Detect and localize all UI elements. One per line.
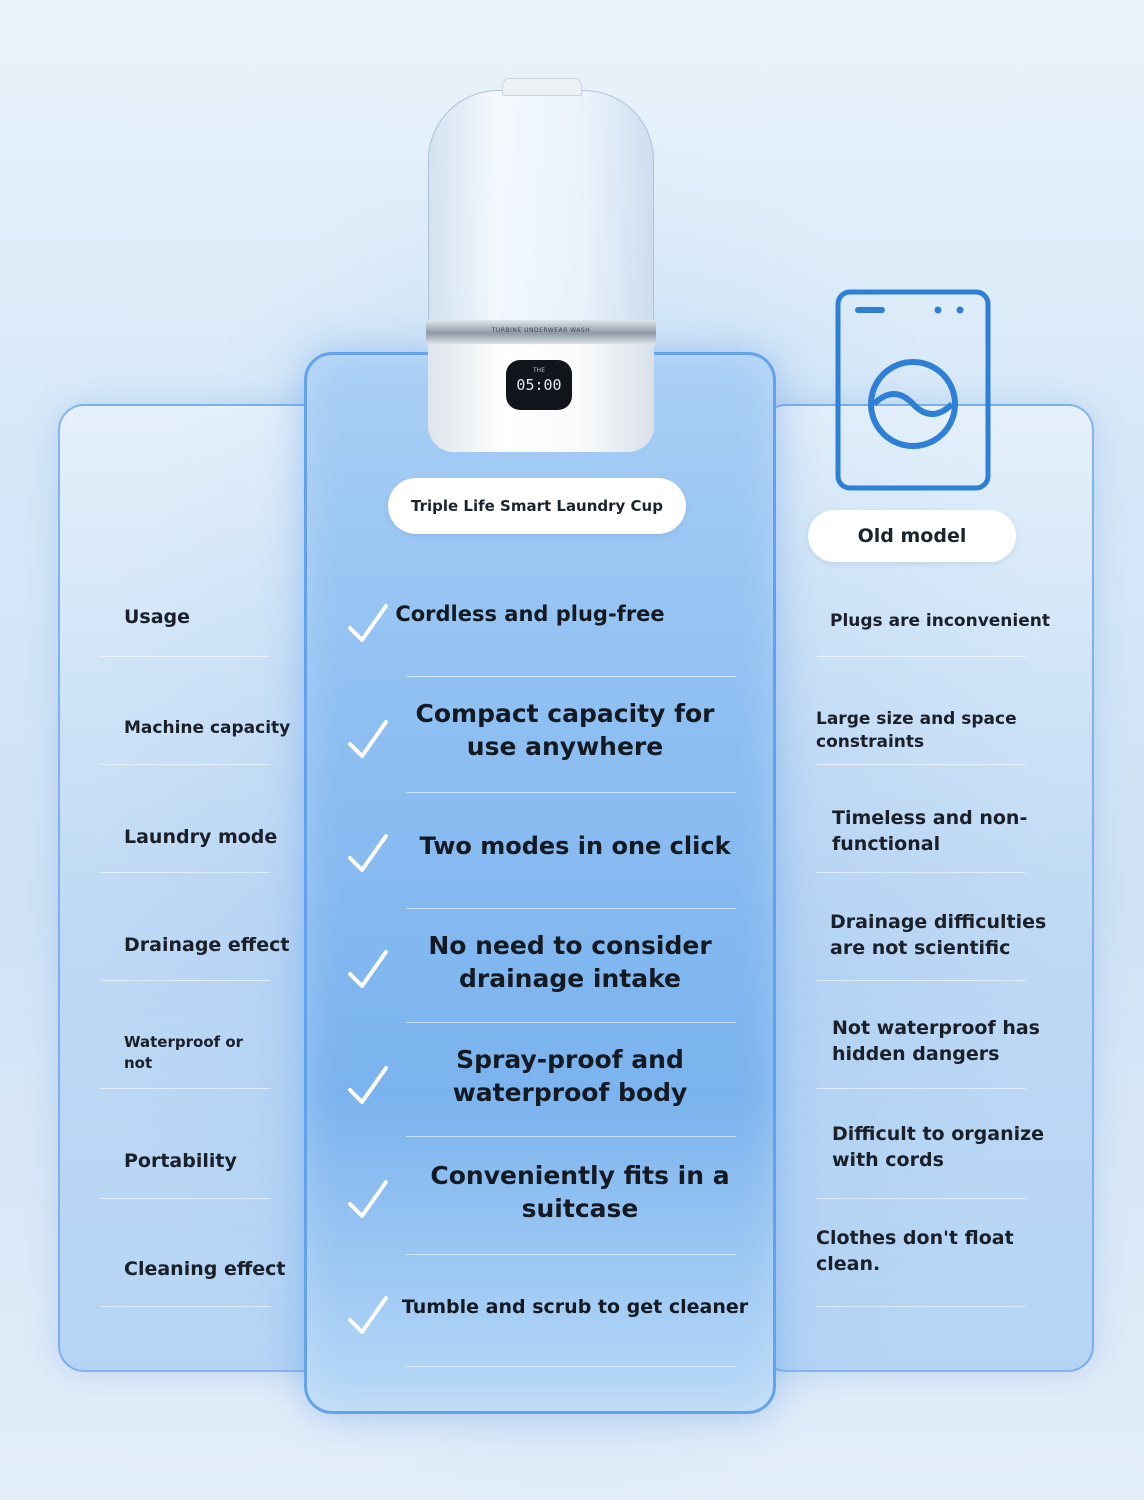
check-icon — [344, 1292, 392, 1340]
row-new-usage: Cordless and plug-free — [395, 602, 665, 626]
divider — [816, 872, 1026, 873]
divider — [406, 1022, 736, 1023]
check-icon — [344, 1062, 392, 1110]
row-old-machine-capacity: Large size and space constraints — [816, 709, 1017, 752]
row-new-cleaning-effect: Tumble and scrub to get cleaner — [401, 1296, 749, 1318]
divider — [816, 764, 1026, 765]
old-model-panel — [760, 404, 1094, 1372]
divider — [100, 764, 270, 765]
row-new-laundry-mode: Two modes in one click — [419, 832, 731, 860]
row-label-cleaning-effect: Cleaning effect — [124, 1258, 286, 1280]
row-label-machine-capacity: Machine capacity — [124, 718, 291, 738]
divider — [100, 1306, 270, 1307]
check-icon — [344, 830, 392, 878]
divider — [406, 1136, 736, 1137]
check-icon — [344, 716, 392, 764]
row-new-machine-capacity: Compact capacity for use anywhere — [415, 699, 715, 761]
divider — [100, 872, 270, 873]
display-small-text: THE — [533, 367, 545, 374]
divider — [816, 1198, 1026, 1199]
divider — [100, 656, 270, 657]
row-old-laundry-mode: Timeless and non-functional — [832, 807, 1028, 855]
row-label-laundry-mode: Laundry mode — [124, 826, 278, 848]
display-time: 05:00 — [516, 376, 562, 394]
laundry-cup-ring-text: TURBINE UNDERWEAR WASH — [491, 327, 591, 334]
laundry-cup-display: THE 05:00 — [506, 360, 572, 410]
divider — [406, 1254, 736, 1255]
row-label-portability: Portability — [124, 1150, 237, 1172]
row-label-drainage-effect: Drainage effect — [124, 934, 290, 956]
laundry-cup-lid — [502, 78, 582, 96]
divider — [406, 1366, 736, 1367]
washing-machine-icon — [834, 288, 992, 492]
laundry-cup-metal-ring — [426, 320, 656, 346]
divider — [100, 1088, 270, 1089]
row-old-usage: Plugs are inconvenient — [830, 611, 1050, 631]
divider — [406, 908, 736, 909]
divider — [406, 676, 736, 677]
row-label-waterproof: Waterproof or not — [124, 1033, 244, 1072]
product-name-pill: Triple Life Smart Laundry Cup — [388, 478, 686, 534]
check-icon — [344, 600, 392, 648]
row-label-usage: Usage — [124, 606, 191, 628]
old-model-pill: Old model — [808, 510, 1016, 562]
check-icon — [344, 1176, 392, 1224]
divider — [100, 980, 270, 981]
divider — [406, 792, 736, 793]
divider — [100, 1198, 270, 1199]
check-icon — [344, 946, 392, 994]
divider — [816, 656, 1026, 657]
row-new-waterproof: Spray-proof and waterproof body — [452, 1045, 688, 1107]
row-old-cleaning-effect: Clothes don't float clean. — [816, 1227, 1014, 1275]
laundry-cup-product-image: TURBINE UNDERWEAR WASH THE 05:00 — [426, 78, 656, 452]
row-new-portability: Conveniently fits in a suitcase — [430, 1161, 730, 1223]
row-old-waterproof: Not waterproof has hidden dangers — [832, 1017, 1040, 1065]
divider — [816, 980, 1026, 981]
row-new-drainage-effect: No need to consider drainage intake — [428, 931, 712, 993]
divider — [816, 1306, 1026, 1307]
row-old-drainage-effect: Drainage difficulties are not scientific — [830, 911, 1047, 959]
row-old-portability: Difficult to organize with cords — [832, 1123, 1045, 1171]
divider — [816, 1088, 1026, 1089]
